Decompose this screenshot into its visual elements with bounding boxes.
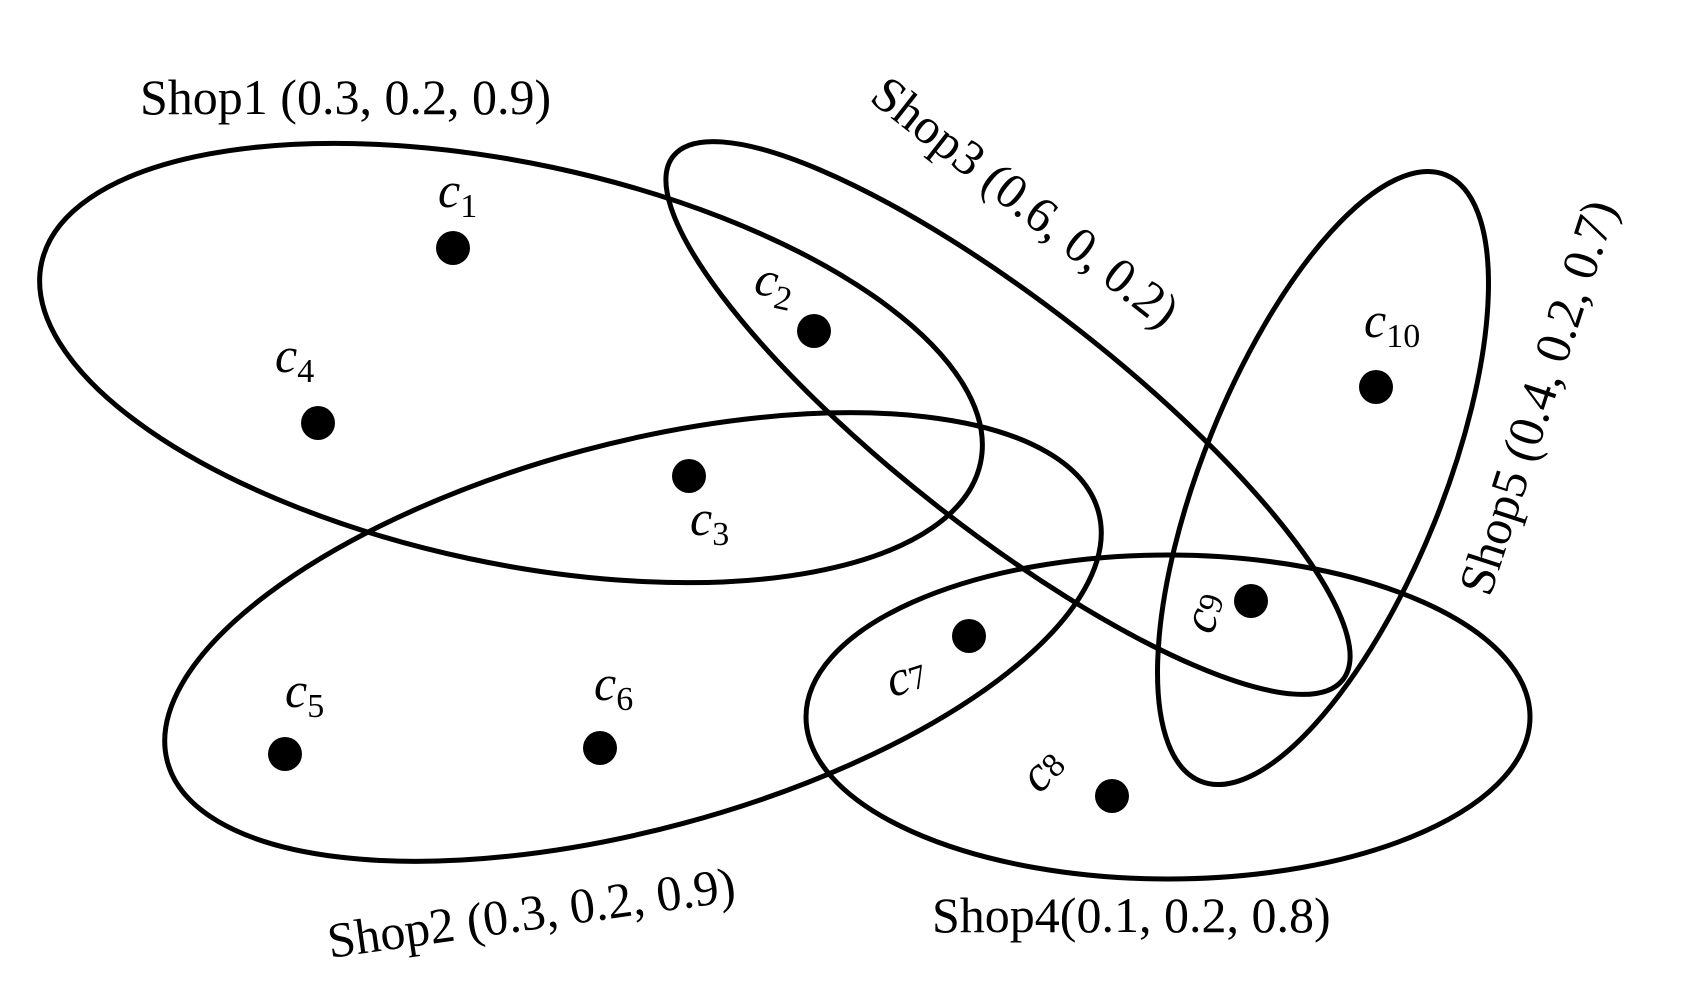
shop3-label: Shop3 (0.6, 0, 0.2) — [861, 65, 1190, 339]
shop2-label: Shop2 (0.3, 0.2, 0.9) — [324, 856, 739, 969]
customer-c5-label: c5 — [285, 662, 324, 725]
customer-c4-dot — [301, 406, 335, 440]
customer-c10-label: c10 — [1364, 292, 1420, 355]
customer-c2-dot — [797, 314, 831, 348]
shop3-ellipse — [663, 139, 1353, 697]
customer-c9-dot — [1234, 584, 1268, 618]
customer-c5-dot — [268, 737, 302, 771]
customer-c7-label: c7 — [878, 643, 933, 708]
shop4-ellipse — [803, 552, 1533, 882]
customer-c4-label: c4 — [275, 327, 314, 390]
customer-c8-label: c8 — [1008, 735, 1075, 802]
shop1-ellipse — [37, 140, 985, 586]
customer-c1-dot — [436, 231, 470, 265]
customer-c6-dot — [583, 731, 617, 765]
customer-c1-label: c1 — [438, 162, 477, 225]
shop5-ellipse — [1155, 168, 1491, 788]
shop2-ellipse — [162, 410, 1104, 864]
customer-c10-dot — [1359, 370, 1393, 404]
customer-c6-label: c6 — [594, 655, 633, 718]
shop4-label: Shop4(0.1, 0.2, 0.8) — [932, 887, 1331, 943]
customer-c3-dot — [672, 459, 706, 493]
customer-c7-dot — [952, 619, 986, 653]
customer-c8-dot — [1095, 779, 1129, 813]
shop1-label: Shop1 (0.3, 0.2, 0.9) — [140, 69, 551, 125]
customer-c2-label: c2 — [749, 249, 800, 319]
customer-c3-label: c3 — [690, 490, 729, 553]
customer-c9-label: c9 — [1170, 584, 1235, 639]
